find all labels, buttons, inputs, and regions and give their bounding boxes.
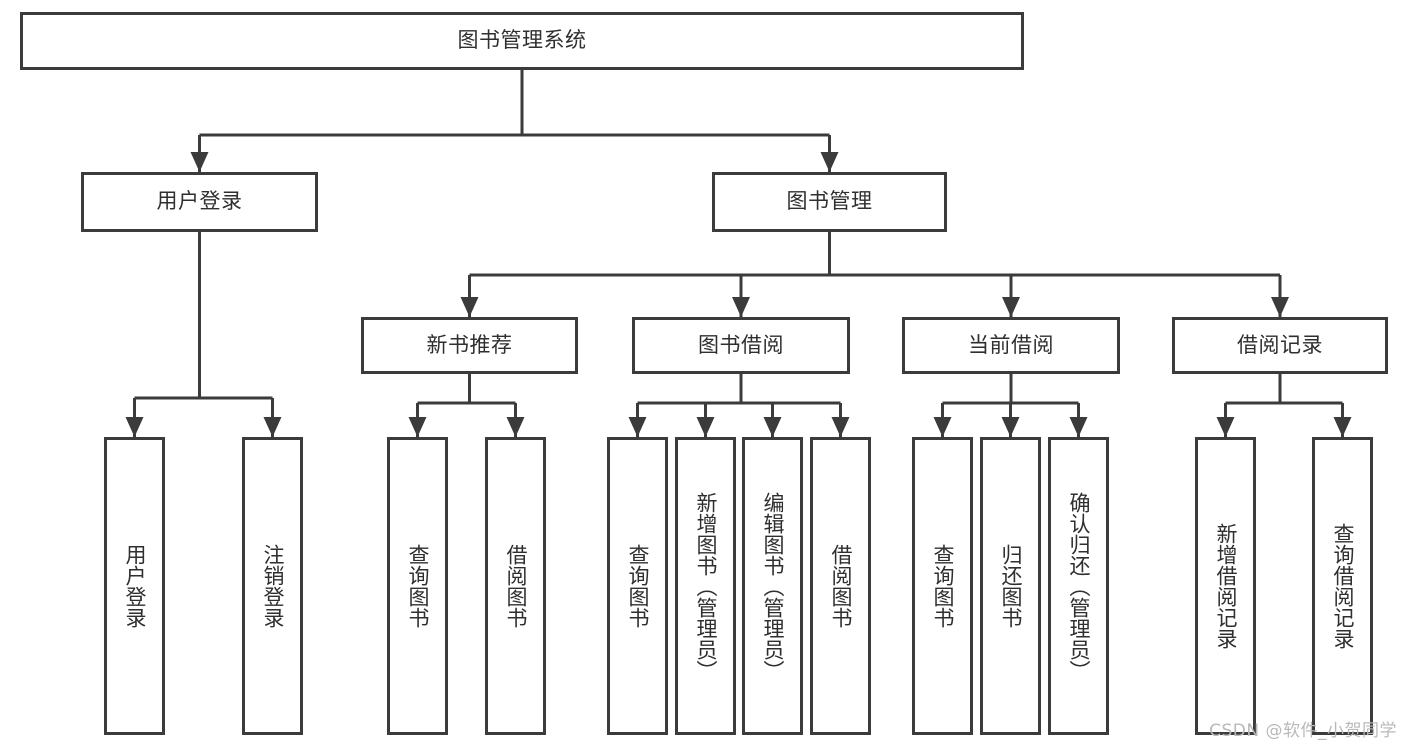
node-leaf-query-book-recommend[interactable]	[387, 437, 448, 735]
node-current-borrow[interactable]	[902, 317, 1120, 374]
node-leaf-confirm-return[interactable]	[1048, 437, 1109, 735]
arrow-head-icon	[732, 297, 750, 317]
arrow-head-icon	[820, 152, 839, 172]
arrow-head-icon	[628, 417, 647, 437]
node-book-manage[interactable]	[712, 172, 947, 232]
arrow-head-icon	[506, 417, 525, 437]
arrow-head-icon	[1333, 417, 1352, 437]
arrow-head-icon	[831, 417, 850, 437]
node-leaf-user-login[interactable]	[104, 437, 165, 735]
node-leaf-logout[interactable]	[242, 437, 303, 735]
arrow-head-icon	[1001, 417, 1020, 437]
arrow-head-icon	[408, 417, 427, 437]
arrow-head-icon	[1271, 297, 1289, 317]
arrow-head-icon	[125, 417, 144, 437]
node-leaf-return-book[interactable]	[980, 437, 1041, 735]
node-user-login[interactable]	[81, 172, 318, 232]
node-leaf-add-record[interactable]	[1195, 437, 1256, 735]
node-leaf-query-book-borrow[interactable]	[607, 437, 668, 735]
arrow-head-icon	[1069, 417, 1088, 437]
node-leaf-add-book[interactable]	[675, 437, 736, 735]
node-leaf-borrow-book-recommend[interactable]	[485, 437, 546, 735]
arrow-head-icon	[696, 417, 715, 437]
node-borrow-record[interactable]	[1172, 317, 1388, 374]
arrow-head-icon	[1216, 417, 1235, 437]
arrow-head-icon	[263, 417, 282, 437]
node-leaf-edit-book[interactable]	[742, 437, 803, 735]
arrow-head-icon	[933, 417, 952, 437]
arrow-head-icon	[190, 152, 209, 172]
arrow-head-icon	[460, 297, 479, 317]
node-leaf-query-record[interactable]	[1312, 437, 1373, 735]
edges-layer	[125, 70, 1352, 437]
boxes-layer	[20, 12, 1388, 735]
arrow-head-icon	[1002, 297, 1020, 317]
node-book-borrow[interactable]	[632, 317, 850, 374]
node-leaf-borrow-book[interactable]	[810, 437, 871, 735]
node-root[interactable]	[20, 12, 1024, 70]
arrow-head-icon	[763, 417, 782, 437]
node-leaf-query-book-current[interactable]	[912, 437, 973, 735]
node-new-book-recommend[interactable]	[361, 317, 578, 374]
